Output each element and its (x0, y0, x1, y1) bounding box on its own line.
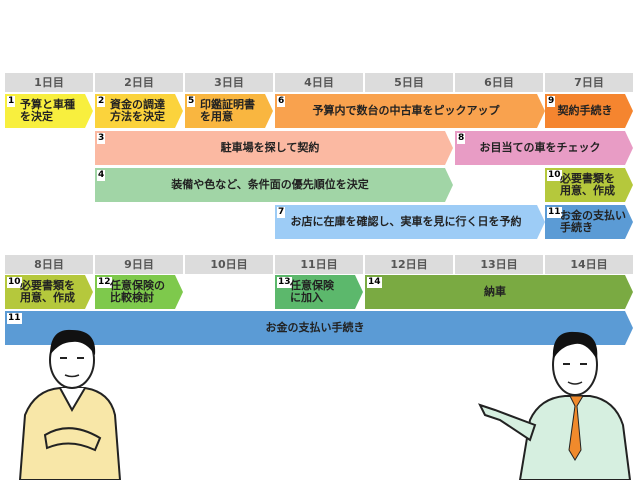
task-label: 必要書類を用意、作成 (560, 173, 615, 197)
task-label-line2: 手続き (560, 221, 593, 234)
task-label-line1: 必要書類を (20, 279, 75, 292)
task-bar-4: 4 装備や色など、条件面の優先順位を決定 (95, 168, 453, 202)
day-header: 8日目 (5, 255, 93, 274)
task-label-line1: 任意保険の (110, 279, 165, 292)
task-number: 10 (548, 170, 561, 180)
task-label: 契約手続き (557, 104, 613, 117)
task-label-line2: を用意 (200, 110, 233, 123)
day-header: 12日目 (365, 255, 453, 274)
task-number: 13 (278, 277, 291, 287)
task-label: 装備や色など、条件面の優先順位を決定 (171, 178, 369, 191)
task-label: 納車 (484, 285, 506, 298)
task-label: 任意保険に加入 (290, 280, 334, 304)
task-label: お店に在庫を確認し、実車を見に行く日を予約 (290, 215, 522, 228)
task-number: 12 (98, 277, 111, 287)
task-bar-3: 3 駐車場を探して契約 (95, 131, 453, 165)
task-label-line2: を決定 (20, 110, 53, 123)
task-number: 11 (8, 313, 21, 323)
task-label-line1: お金の支払い (560, 209, 626, 222)
task-label: 駐車場を探して契約 (220, 141, 320, 154)
task-number: 8 (458, 133, 465, 143)
day-header: 3日目 (185, 73, 273, 92)
task-label-line2: 方法を決定 (110, 110, 165, 123)
task-label-line1: 資金の調達 (110, 98, 165, 111)
day-header: 2日目 (95, 73, 183, 92)
task-bar-6: 6 予算内で数台の中古車をピックアップ (275, 94, 545, 128)
task-bar-5: 5 印鑑証明書を用意 (185, 94, 273, 128)
task-number: 6 (278, 96, 285, 106)
day-header: 7日目 (545, 73, 633, 92)
day-header: 1日目 (5, 73, 93, 92)
man-right-illustration (478, 331, 632, 480)
task-bar-8: 8 お目当ての車をチェック (455, 131, 633, 165)
task-bar-1: 1 予算と車種を決定 (5, 94, 93, 128)
task-label-line2: に加入 (290, 291, 323, 304)
task-number: 2 (98, 96, 105, 106)
task-label-line1: 任意保険 (290, 279, 334, 292)
task-label: 印鑑証明書を用意 (200, 99, 255, 123)
task-label: お金の支払い手続き (560, 210, 626, 234)
task-number: 3 (98, 133, 105, 143)
task-label-line1: 必要書類を (560, 172, 615, 185)
task-label: 任意保険の比較検討 (110, 280, 165, 304)
task-label-line1: 印鑑証明書 (200, 98, 255, 111)
task-label: 必要書類を用意、作成 (20, 280, 75, 304)
task-number: 4 (98, 170, 105, 180)
task-bar-2: 2 資金の調達方法を決定 (95, 94, 183, 128)
day-header: 14日目 (545, 255, 633, 274)
day-header: 9日目 (95, 255, 183, 274)
task-bar-14: 14 納車 (365, 275, 633, 309)
day-header: 5日目 (365, 73, 453, 92)
day-header: 10日目 (185, 255, 273, 274)
task-label: 予算と車種を決定 (20, 99, 75, 123)
task-label: お金の支払い手続き (265, 321, 365, 334)
day-header: 13日目 (455, 255, 543, 274)
task-label: お目当ての車をチェック (479, 141, 601, 154)
day-header: 6日目 (455, 73, 543, 92)
task-label-line2: 比較検討 (110, 291, 154, 304)
day-header: 11日目 (275, 255, 363, 274)
task-number: 11 (548, 207, 561, 217)
task-number: 7 (278, 207, 285, 217)
task-label-line1: 予算と車種 (20, 98, 75, 111)
task-label: 予算内で数台の中古車をピックアップ (312, 104, 500, 117)
task-label-line2: 用意、作成 (560, 184, 615, 197)
man-left-illustration (18, 329, 122, 480)
task-number: 1 (8, 96, 15, 106)
task-number: 14 (368, 277, 381, 287)
task-label-line2: 用意、作成 (20, 291, 75, 304)
task-number: 5 (188, 96, 195, 106)
task-bar-11: 11 お金の支払い手続き (5, 311, 633, 345)
task-label: 資金の調達方法を決定 (110, 99, 165, 123)
task-number: 10 (8, 277, 21, 287)
task-number: 9 (548, 96, 555, 106)
task-bar-7: 7 お店に在庫を確認し、実車を見に行く日を予約 (275, 205, 545, 239)
day-header: 4日目 (275, 73, 363, 92)
